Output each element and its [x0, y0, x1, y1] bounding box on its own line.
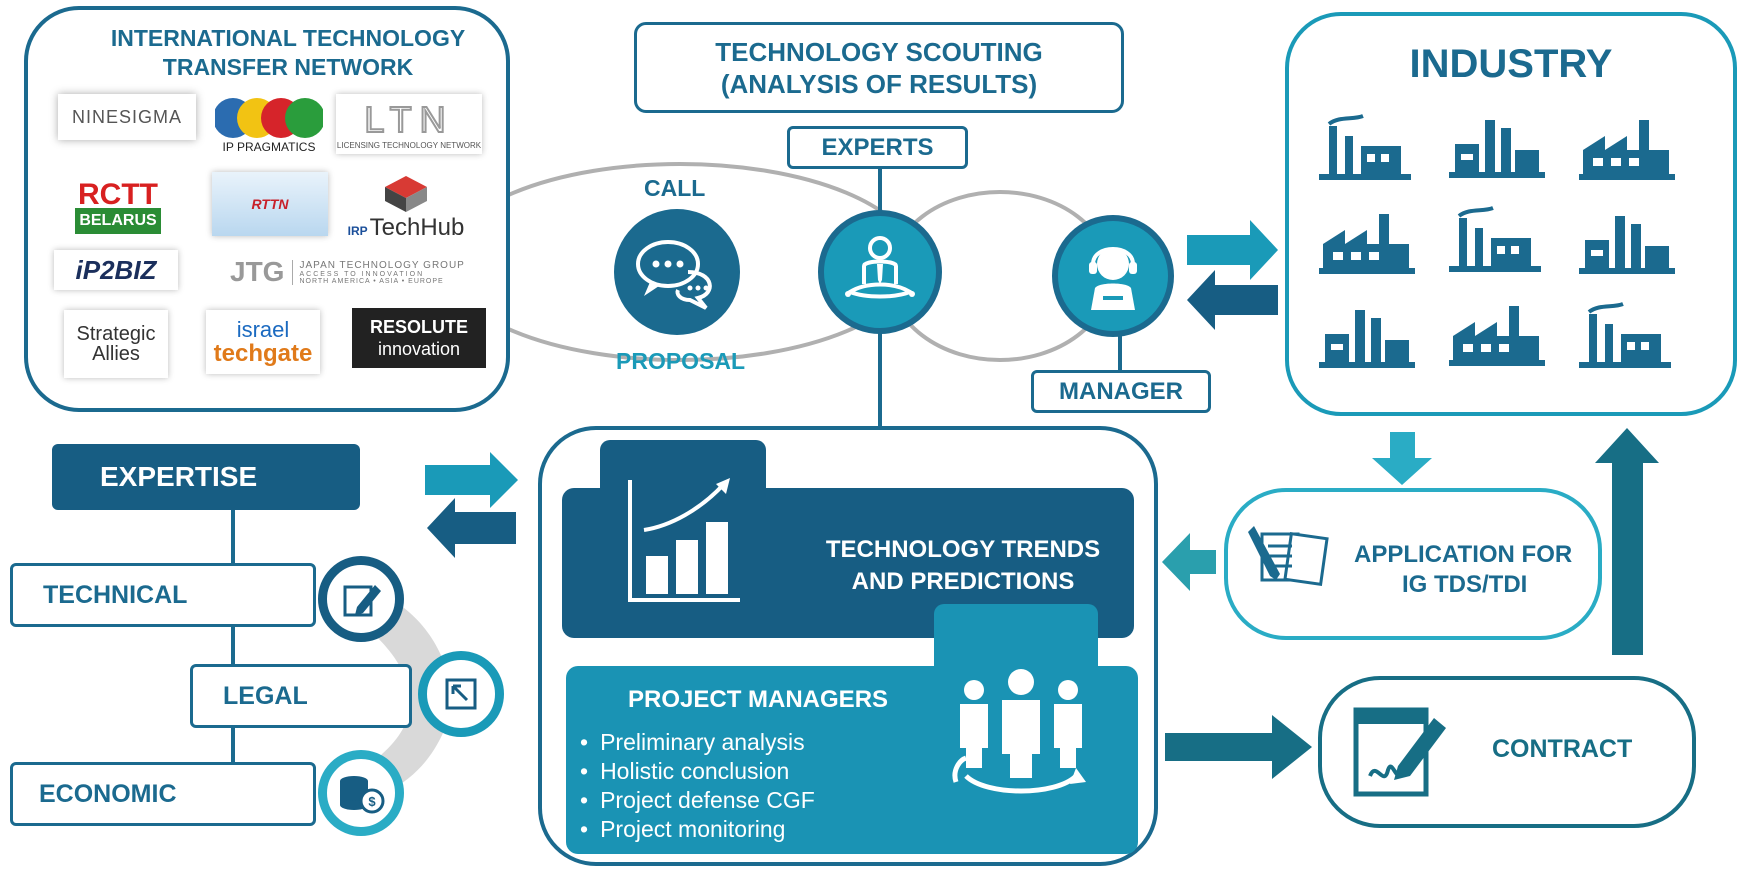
coins-money-icon: $ [340, 776, 385, 814]
scouting-title-line1: TECHNOLOGY SCOUTING [715, 36, 1043, 67]
strategic-allies-logo: Strategic Allies [64, 310, 168, 378]
chat-bubbles-icon [636, 240, 712, 310]
expertise-title: EXPERTISE [100, 461, 258, 492]
arrow-to-industry [1187, 220, 1278, 280]
proposal-label: PROPOSAL [616, 348, 746, 374]
arrow-industry-down [1372, 432, 1432, 485]
network-title: INTERNATIONAL TECHNOLOGY TRANSFER NETWOR… [28, 24, 548, 82]
ltn-logo: LTN LICENSING TECHNOLOGY NETWORK [336, 94, 482, 154]
legal-label: LEGAL [223, 681, 308, 710]
jtg-tag1-text: ACCESS TO INNOVATION [299, 270, 425, 278]
scouting-box: TECHNOLOGY SCOUTING (ANALYSIS OF RESULTS… [634, 22, 1124, 113]
economic-box: ECONOMIC [10, 762, 316, 826]
rctt-text: RCTT [78, 178, 158, 211]
innovation-text: innovation [377, 339, 461, 359]
network-title-line2: TRANSFER NETWORK [162, 54, 414, 80]
ninesigma-logo: NINESIGMA [58, 94, 196, 140]
israel-text: israel [236, 317, 290, 342]
legal-box: LEGAL [190, 664, 412, 728]
application-label: APPLICATION FOR IG TDS/TDI [1354, 540, 1572, 600]
allies-text: Allies [92, 343, 140, 365]
headset-person-icon [1089, 247, 1137, 310]
network-title-line1: INTERNATIONAL TECHNOLOGY [110, 25, 466, 51]
expertise-link-shape [345, 585, 455, 790]
arrow-application-left [1162, 533, 1216, 591]
resolute-logo: RESOLUTE innovation [352, 308, 486, 368]
ltn-subtext: LICENSING TECHNOLOGY NETWORK [336, 140, 482, 150]
contract-box: CONTRACT [1318, 676, 1696, 828]
documents-pen-icon [1248, 526, 1329, 586]
svg-text:$: $ [368, 794, 376, 809]
ip2biz-text: iP2BIZ [75, 254, 157, 285]
call-label: CALL [644, 175, 706, 201]
technical-label: TECHNICAL [43, 580, 188, 609]
techgate-text: techgate [213, 340, 313, 367]
economic-circle: $ [318, 750, 404, 836]
document-arrow-icon [445, 678, 477, 710]
manager-circle [1052, 215, 1174, 337]
expertise-header: EXPERTISE [52, 444, 360, 510]
jtg-mark-text: JTG [230, 256, 285, 287]
trends-title: TECHNOLOGY TRENDS AND PREDICTIONS [792, 534, 1134, 598]
application-line1: APPLICATION FOR [1354, 541, 1573, 568]
ip-pragmatics-text: IP PRAGMATICS [222, 140, 316, 154]
rctt-logo: RCTT BELARUS [64, 176, 172, 240]
israel-techgate-logo: israel techgate [206, 310, 320, 374]
rttn-text: RTTN [251, 196, 289, 212]
experts-label: EXPERTS [821, 133, 934, 161]
application-line2: IG TDS/TDI [1402, 571, 1528, 598]
jtg-logo: JTG JAPAN TECHNOLOGY GROUP ACCESS TO INN… [230, 248, 480, 296]
experts-box: EXPERTS [787, 126, 968, 169]
arrow-to-center [425, 452, 518, 508]
technical-circle [318, 556, 404, 642]
irp-text: IRP [347, 224, 368, 238]
growth-chart-icon [628, 478, 740, 602]
arrow-contract-up [1595, 428, 1659, 655]
project-managers-panel: PROJECT MANAGERS Preliminary analysis Ho… [566, 666, 1138, 854]
manager-label: MANAGER [1059, 377, 1183, 405]
meditating-person-icon [845, 236, 915, 299]
scouting-title-line2: (ANALYSIS OF RESULTS) [720, 68, 1038, 99]
arrow-from-industry [1187, 270, 1278, 330]
ninesigma-text: NINESIGMA [71, 106, 182, 127]
jtg-name-text: JAPAN TECHNOLOGY GROUP [299, 259, 465, 271]
rctt-belarus-text: BELARUS [75, 208, 161, 234]
manager-box: MANAGER [1031, 370, 1211, 413]
pm-item: Project defense CGF [580, 786, 815, 815]
technical-box: TECHNICAL [10, 563, 316, 627]
pencil-edit-icon [343, 585, 381, 617]
ip-pragmatics-logo: IP PRAGMATICS [214, 90, 324, 160]
pm-title: PROJECT MANAGERS [628, 686, 889, 713]
legal-circle [418, 651, 504, 737]
economic-label: ECONOMIC [39, 779, 177, 808]
strategic-text: Strategic [76, 323, 156, 345]
contract-sign-icon [1353, 707, 1446, 797]
network-panel: INTERNATIONAL TECHNOLOGY TRANSFER NETWOR… [24, 6, 510, 412]
chat-circle [616, 211, 738, 333]
arrow-to-expertise [427, 498, 516, 558]
pm-list: Preliminary analysis Holistic conclusion… [580, 728, 815, 844]
trends-title-line2: AND PREDICTIONS [851, 568, 1075, 595]
ip2biz-logo: iP2BIZ [54, 250, 178, 290]
industry-title: INDUSTRY [1409, 42, 1613, 86]
pm-item: Project monitoring [580, 815, 815, 844]
arrow-to-contract [1165, 715, 1312, 779]
rttn-logo: RTTN [212, 172, 328, 236]
industry-panel: INDUSTRY [1285, 12, 1737, 416]
ltn-text: LTN [363, 98, 454, 141]
team-people-icon [952, 669, 1086, 794]
resolute-text: RESOLUTE [369, 317, 468, 337]
techhub-text: TechHub [369, 214, 465, 241]
factory-grid [1317, 114, 1675, 370]
pm-item: Holistic conclusion [580, 757, 815, 786]
trends-title-line1: TECHNOLOGY TRENDS [825, 536, 1101, 563]
jtg-tag2-text: NORTH AMERICA • ASIA • EUROPE [299, 277, 444, 285]
techhub-cube-icon [385, 176, 427, 212]
pm-item: Preliminary analysis [580, 728, 815, 757]
ip-pragmatics-circles [215, 98, 323, 138]
expert-circle [818, 210, 942, 334]
techhub-logo: IRP TechHub [346, 168, 466, 248]
contract-label: CONTRACT [1492, 735, 1633, 763]
